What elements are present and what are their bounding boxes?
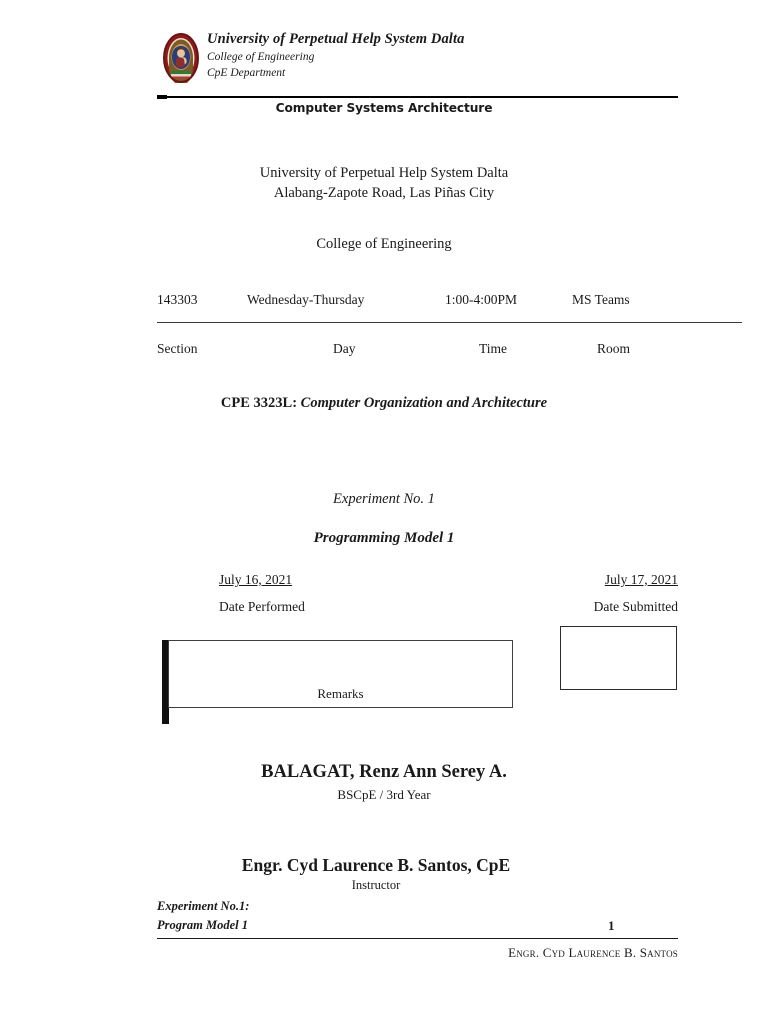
schedule-headers-row: Section Day Time Room [157, 341, 742, 361]
date-submitted-label: Date Submitted [593, 599, 678, 614]
footer-divider-rule [157, 938, 678, 939]
letterhead-department: CpE Department [207, 67, 286, 79]
remarks-accent-bar [162, 640, 169, 724]
letterhead-university: University of Perpetual Help System Dalt… [207, 31, 465, 47]
letterhead-text: University of Perpetual Help System Dalt… [207, 30, 464, 81]
schedule-header-section: Section [157, 341, 198, 356]
schedule-value-time: 1:00-4:00PM [445, 292, 518, 307]
header-divider-rule [157, 96, 678, 98]
grade-box [560, 626, 677, 690]
course-code: CPE 3323L: [220, 395, 298, 411]
remarks-label: Remarks [317, 686, 364, 701]
address-street: Alabang-Zapote Road, Las Piñas City [273, 185, 495, 201]
address-university: University of Perpetual Help System Dalt… [259, 165, 509, 181]
date-submitted-value: July 17, 2021 [604, 572, 678, 587]
schedule-header-time: Time [479, 341, 508, 356]
university-seal-icon [163, 33, 199, 86]
student-name: BALAGAT, Renz Ann Serey A. [261, 762, 507, 782]
footer-experiment-label: Experiment No.1: [157, 899, 250, 913]
course-name: Computer Organization and Architecture [300, 395, 548, 411]
instructor-role: Instructor [351, 878, 401, 892]
letterhead: University of Perpetual Help System Dalt… [163, 30, 683, 92]
instructor-name: Engr. Cyd Laurence B. Santos, CpE [241, 855, 511, 875]
date-performed-value: July 16, 2021 [219, 572, 293, 587]
experiment-title: Programming Model 1 [313, 530, 455, 546]
footer-signature: Engr. Cyd Laurence B. Santos [508, 945, 678, 960]
schedule-divider-rule [157, 322, 742, 323]
student-program: BSCpE / 3rd Year [337, 787, 431, 802]
schedule-value-section: 143303 [157, 292, 198, 307]
footer-program-label: Program Model 1 [157, 918, 248, 932]
schedule-value-day: Wednesday-Thursday [247, 292, 365, 307]
date-performed-label: Date Performed [219, 599, 305, 614]
schedule-value-room: MS Teams [572, 292, 630, 307]
schedule-header-day: Day [333, 341, 356, 356]
document-subject-title: Computer Systems Architecture [275, 101, 493, 115]
footer-page-number: 1 [608, 918, 615, 933]
letterhead-college: College of Engineering [207, 51, 315, 63]
schedule-values-row: 143303 Wednesday-Thursday 1:00-4:00PM MS… [157, 292, 742, 312]
schedule-table: 143303 Wednesday-Thursday 1:00-4:00PM MS… [157, 292, 742, 364]
course-title: CPE 3323L: Computer Organization and Arc… [0, 395, 768, 412]
experiment-number: Experiment No. 1 [333, 491, 435, 507]
address-college: College of Engineering [316, 236, 452, 252]
schedule-header-room: Room [597, 341, 631, 356]
remarks-box [168, 640, 513, 708]
